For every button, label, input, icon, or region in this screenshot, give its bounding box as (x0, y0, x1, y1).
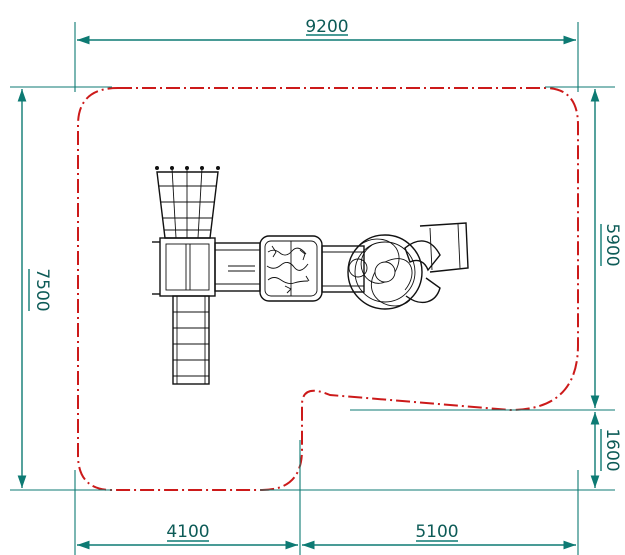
dimension-label-7500: 7500 (32, 268, 52, 311)
access-ramp (172, 295, 210, 385)
dimension-label-5900: 5900 (602, 223, 622, 266)
bridge (214, 242, 261, 292)
dimension-label-4100: 4100 (166, 522, 209, 542)
dimension-bottom: 4100 5100 (74, 440, 579, 555)
dimension-label-5100: 5100 (415, 522, 458, 542)
slide-exit (419, 222, 469, 273)
dimension-right-side: 5900 1600 (260, 86, 622, 491)
dimension-label-9200: 9200 (305, 17, 348, 37)
tower-platform (152, 237, 216, 297)
dimension-label-1600: 1600 (602, 428, 622, 471)
dimension-total-height: 7500 (10, 86, 112, 491)
playground-equipment (152, 166, 469, 385)
dimension-total-width: 9200 (74, 17, 579, 92)
slide-connector (321, 245, 365, 293)
climbing-net (155, 166, 220, 239)
safety-zone-boundary (77, 87, 579, 491)
crawl-tunnel (259, 235, 323, 302)
spiral-slide (347, 234, 441, 310)
